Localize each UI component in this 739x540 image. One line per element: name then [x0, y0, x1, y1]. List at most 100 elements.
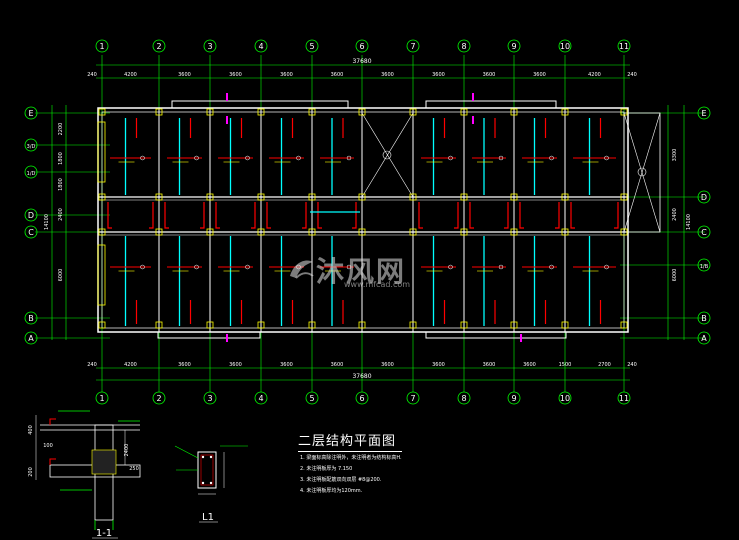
leader-line — [174, 445, 199, 459]
dim-text: 3600 — [381, 72, 394, 78]
beam-label: L1 — [202, 512, 214, 523]
column — [98, 321, 106, 329]
dim-text: 3600 — [523, 362, 536, 368]
axis-bubble — [507, 39, 521, 53]
axis-label: 8 — [461, 394, 466, 403]
dim-text: 3600 — [331, 362, 344, 368]
slab-marker — [140, 264, 145, 270]
dim-text: 3600 — [178, 72, 191, 78]
slab-rebar-red — [149, 202, 154, 229]
slab-marker — [604, 264, 609, 270]
column — [620, 108, 628, 116]
slab-rebar-red — [200, 202, 205, 229]
section-label: 1-1 — [96, 528, 112, 539]
beam-band — [97, 121, 106, 183]
axis-bubble — [406, 39, 420, 53]
column — [257, 228, 265, 236]
column — [561, 193, 569, 201]
slab-marker — [448, 155, 453, 161]
axis-label: C — [28, 228, 34, 237]
slab-rebar-red — [504, 202, 509, 229]
rebar-dot — [209, 481, 213, 485]
dim-text: 3600 — [229, 72, 242, 78]
dim-text: 3300 — [672, 149, 678, 162]
dim-total: 37680 — [352, 373, 371, 380]
watermark: 沐风网 www.mfcad.com — [286, 250, 456, 290]
axis-bubble — [24, 311, 38, 325]
watermark-brand: 沐风网 — [316, 255, 407, 288]
dimension-lines: 37680 4200 3600 3600 3600 3600 3600 3600 3600 360… — [44, 58, 692, 381]
stair-cross — [361, 112, 414, 198]
axis-label: 5 — [309, 42, 314, 51]
axis-label: A — [701, 334, 707, 343]
dim-text: 1800 — [58, 152, 64, 165]
slab-rebar-red — [519, 202, 524, 229]
axis-bubble — [507, 391, 521, 405]
axis-bubble — [203, 391, 217, 405]
axis-label: 11 — [619, 42, 629, 51]
section-dim: 400 — [28, 425, 34, 435]
drawing-title: 二层结构平面图 — [298, 434, 397, 449]
beam-band — [97, 244, 106, 306]
axis-bubble — [355, 391, 369, 405]
axis-bubble — [558, 39, 572, 53]
slab-rebar-red — [570, 202, 575, 229]
column — [620, 321, 628, 329]
slab-rebar-red — [469, 202, 474, 229]
axis-bubble — [203, 39, 217, 53]
slab-marker — [296, 155, 301, 161]
note-line: 2. 未注明板厚为 7.150 — [300, 466, 353, 472]
column — [510, 193, 518, 201]
axis-bubble — [457, 391, 471, 405]
axis-bubble — [24, 165, 38, 179]
section-dim: 100 — [43, 443, 53, 449]
axis-bubble — [24, 331, 38, 345]
rebar-dot — [209, 455, 213, 459]
dim-text: 4200 — [124, 362, 137, 368]
section-marker — [472, 93, 474, 101]
slab-marker — [549, 155, 554, 161]
column — [358, 108, 366, 116]
dim-text: 3600 — [432, 72, 445, 78]
axis-bubble — [697, 225, 711, 239]
slab-rebar-red — [418, 202, 423, 229]
column — [155, 321, 163, 329]
dim-text: 3600 — [483, 362, 496, 368]
dim-edge: 240 — [87, 362, 97, 368]
stair-marker — [382, 150, 392, 160]
axis-label: 10 — [560, 42, 570, 51]
balcony — [157, 331, 261, 339]
column — [460, 321, 468, 329]
axis-bubble — [355, 39, 369, 53]
dim-text: 2700 — [598, 362, 611, 368]
axis-label: B — [28, 314, 34, 323]
column — [206, 321, 214, 329]
slab-marker — [194, 155, 199, 161]
axis-bubble — [24, 225, 38, 239]
column — [308, 193, 316, 201]
dim-text: 2200 — [58, 123, 64, 136]
axis-label: 1 — [99, 394, 104, 403]
column — [620, 193, 628, 201]
exterior-wall — [97, 107, 629, 333]
axis-bubble — [697, 331, 711, 345]
dim-text: 2400 — [672, 208, 678, 221]
axis-bubble — [152, 391, 166, 405]
axis-label: C — [701, 228, 707, 237]
axis-label: E — [701, 109, 706, 118]
dim-text: 3600 — [533, 72, 546, 78]
slab-rebar-red — [164, 202, 169, 229]
slab-rebar-red — [107, 202, 112, 229]
section-marker — [226, 334, 228, 342]
axis-label: 3 — [207, 394, 212, 403]
slab-marker — [346, 155, 352, 161]
section-dim: 2400 — [124, 444, 130, 457]
note-line: 4. 未注明板厚均为120mm. — [300, 488, 363, 494]
dim-text: 4200 — [124, 72, 137, 78]
column — [358, 321, 366, 329]
column — [561, 108, 569, 116]
rebar-dot — [201, 481, 205, 485]
column — [98, 228, 106, 236]
column — [510, 108, 518, 116]
column — [409, 193, 417, 201]
